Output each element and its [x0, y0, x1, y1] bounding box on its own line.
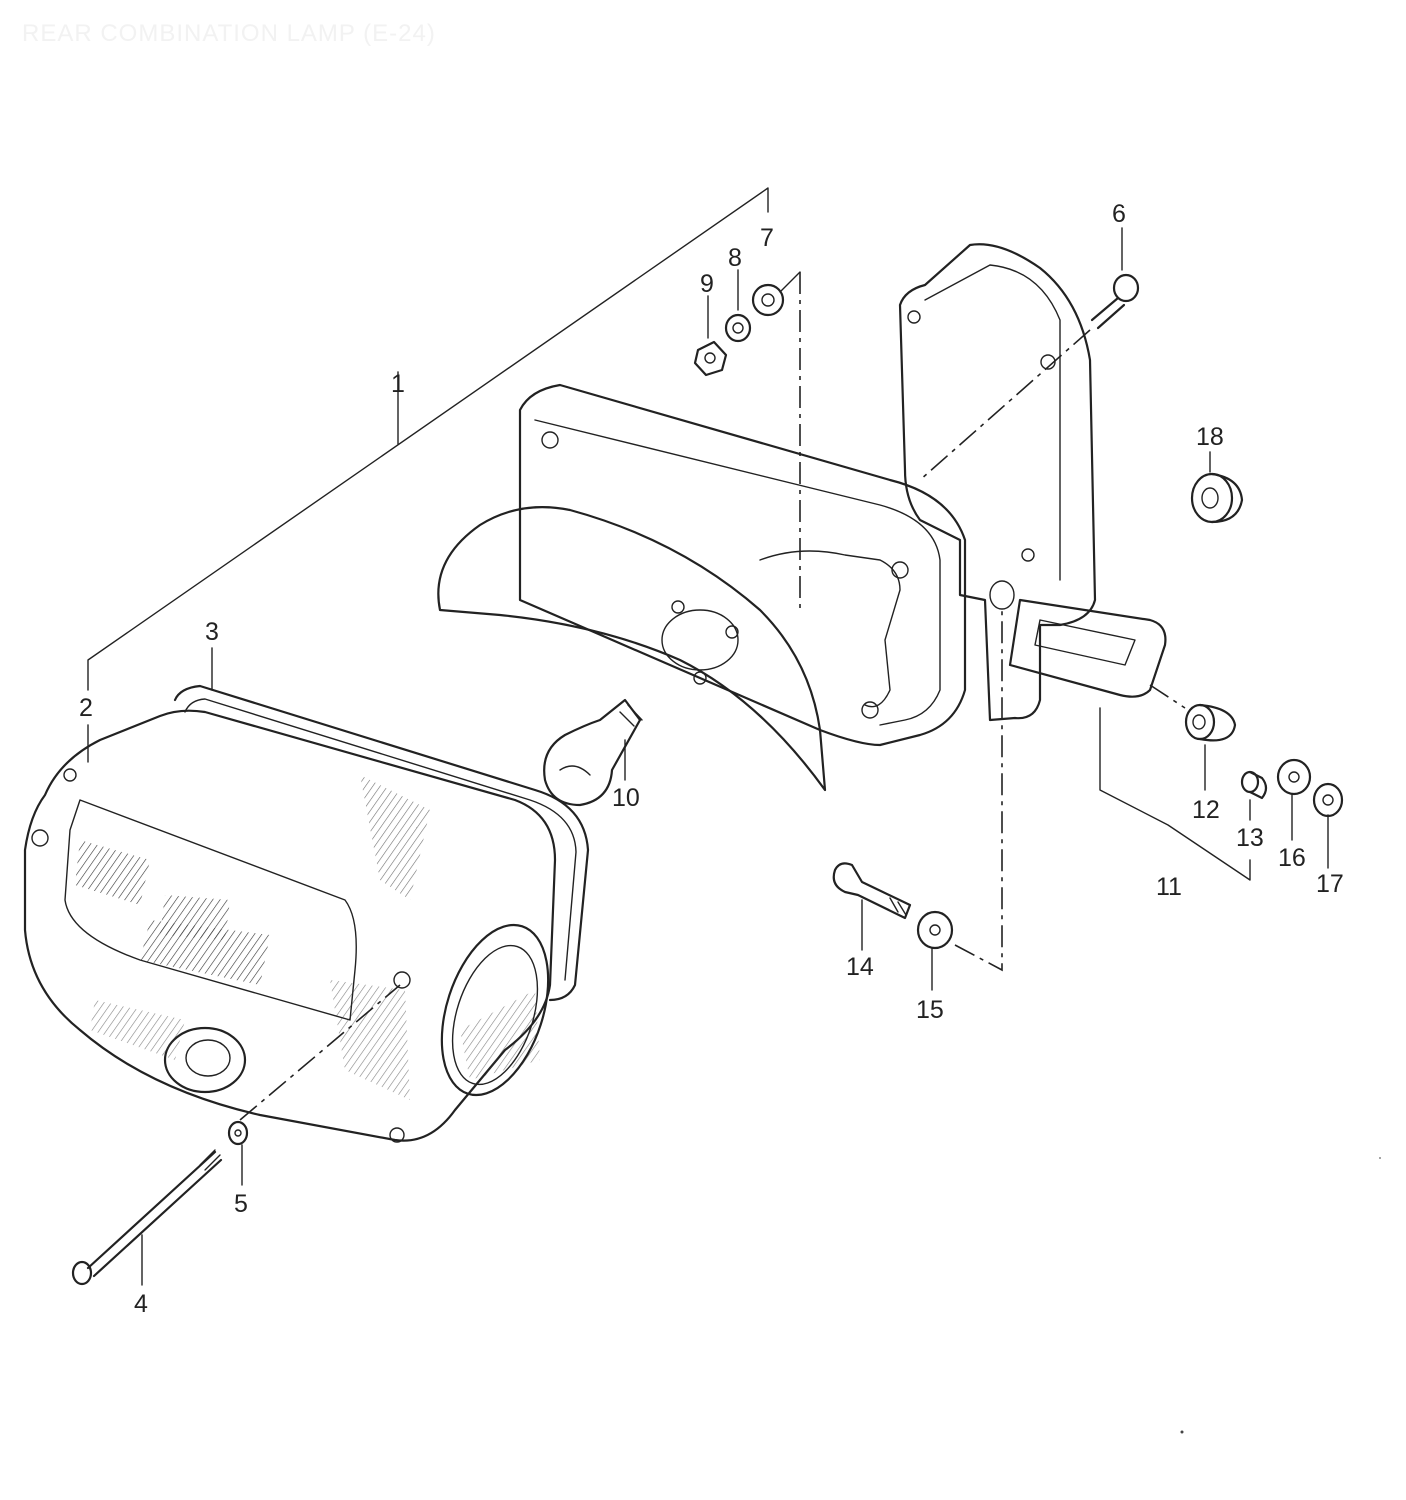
- part-7-washer: [751, 283, 785, 317]
- axis-line-bolt-14: [954, 610, 1003, 972]
- part-5-washer: [227, 1120, 249, 1146]
- part-14-bolt: [832, 862, 912, 920]
- callout-17: 17: [1316, 870, 1344, 898]
- callout-3: 3: [205, 618, 219, 646]
- callout-labels: 1 2 3 4 5 6 7 8 9 10 11 12 13 16 17 18 1…: [79, 200, 1344, 1318]
- part-8-lock-washer: [724, 313, 752, 343]
- lamp-base-plate: [437, 383, 967, 792]
- leader-lines: [87, 227, 1329, 1286]
- callout-15: 15: [916, 996, 944, 1024]
- part-18-grommet: [1190, 472, 1244, 524]
- axis-line-screw: [239, 984, 401, 1121]
- callout-11: 11: [1156, 873, 1182, 901]
- callout-6: 6: [1112, 200, 1126, 228]
- callout-1: 1: [391, 370, 405, 398]
- assembly-bracket-1: [87, 187, 769, 691]
- part-9-nut: [693, 340, 728, 377]
- part-17-nut: [1312, 782, 1344, 818]
- speck: [1379, 1157, 1381, 1159]
- axis-line-bolt: [919, 329, 1091, 481]
- assembly-bracket-11: [1099, 707, 1251, 881]
- part-2-lens-housing: [23, 709, 557, 1143]
- callout-8: 8: [728, 244, 742, 272]
- part-10-bulb: [543, 698, 643, 807]
- speck: [1180, 1430, 1184, 1434]
- callout-4: 4: [134, 1290, 148, 1318]
- callout-7: 7: [760, 224, 774, 252]
- mounting-bracket: [898, 243, 1167, 722]
- axis-line-spacer: [1149, 684, 1186, 709]
- diagram-title: REAR COMBINATION LAMP (E-24): [22, 20, 436, 47]
- callout-10: 10: [612, 784, 640, 812]
- callout-18: 18: [1196, 423, 1224, 451]
- part-4-screw: [71, 1149, 223, 1286]
- callout-13: 13: [1236, 824, 1264, 852]
- part-3-gasket: [173, 684, 590, 1002]
- callout-9: 9: [700, 270, 714, 298]
- callout-2: 2: [79, 694, 93, 722]
- callout-12: 12: [1192, 796, 1220, 824]
- part-13-collar: [1240, 770, 1268, 800]
- part-6-bolt: [1090, 273, 1140, 330]
- callout-14: 14: [846, 953, 874, 981]
- part-12-spacer: [1184, 703, 1237, 742]
- leader-7: [779, 271, 801, 293]
- part-16-washer: [1276, 758, 1312, 796]
- callout-5: 5: [234, 1190, 248, 1218]
- callout-16: 16: [1278, 844, 1306, 872]
- part-15-washer: [916, 910, 954, 950]
